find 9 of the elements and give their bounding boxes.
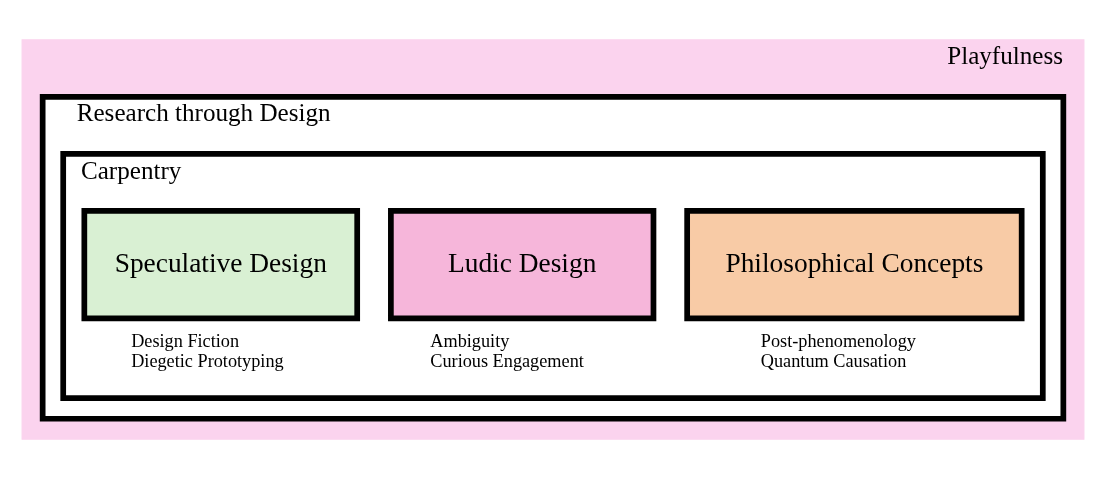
node-label: Quantum Causation	[760, 351, 907, 372]
node-label: Ambiguity	[430, 330, 510, 351]
node-box: Philosophical Concepts	[684, 208, 1025, 322]
node-box: Speculative Design	[81, 208, 361, 322]
node-label: Design Fiction	[131, 330, 240, 351]
node-label: Diegetic Prototyping	[131, 351, 284, 372]
node-box: Ludic Design	[388, 208, 657, 322]
node-label: Curious Engagement	[430, 351, 584, 372]
node-label: Post-phenomenology	[760, 330, 916, 351]
